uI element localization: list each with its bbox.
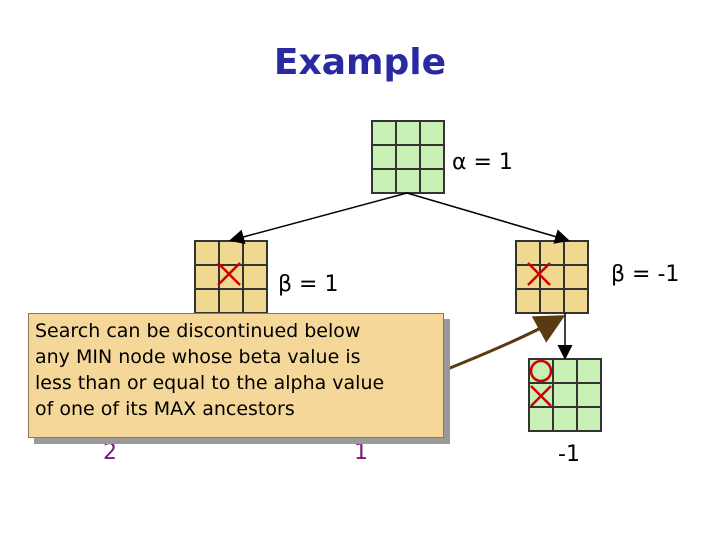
left-min-board xyxy=(194,240,268,314)
page-title: Example xyxy=(273,42,447,83)
explanation-callout: Search can be discontinued below any MIN… xyxy=(28,313,444,438)
edge-root-right xyxy=(406,192,570,244)
callout-line-1: Search can be discontinued below xyxy=(35,320,361,342)
child-board xyxy=(528,358,602,432)
leaf-value-left: 2 xyxy=(103,440,117,465)
callout-line-3: less than or equal to the alpha value xyxy=(35,372,385,394)
leaf-value-middle: 1 xyxy=(354,440,368,465)
leaf-value-right: -1 xyxy=(558,442,580,467)
root-board xyxy=(371,120,445,194)
callout-line-4: of one of its MAX ancestors xyxy=(35,398,295,420)
root-alpha-label: α = 1 xyxy=(452,150,513,175)
callout-line-2: any MIN node whose beta value is xyxy=(35,346,361,368)
edge-root-left xyxy=(229,192,408,245)
right-beta-label: β = -1 xyxy=(611,262,680,287)
right-min-board xyxy=(515,240,589,314)
left-beta-label: β = 1 xyxy=(278,272,339,297)
